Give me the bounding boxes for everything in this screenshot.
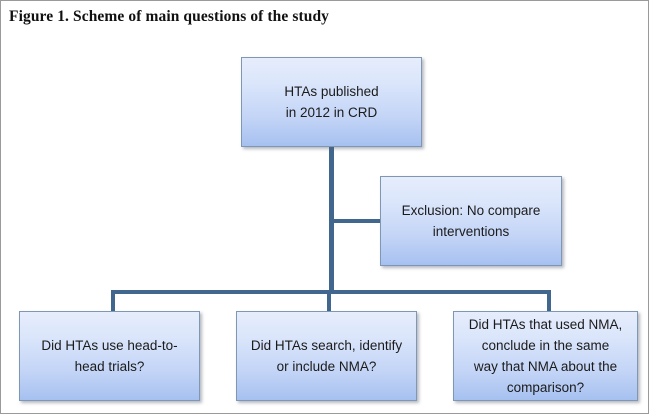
- connector-branch-exclusion: [332, 219, 382, 223]
- connector-drop-question-2: [327, 290, 331, 313]
- figure-title: Figure 1. Scheme of main questions of th…: [9, 8, 330, 25]
- node-question-head-to-head: Did HTAs use head-to- head trials?: [19, 311, 200, 401]
- connector-split-horizontal: [111, 290, 551, 294]
- node-question-search-nma-label: Did HTAs search, identify or include NMA…: [250, 338, 403, 374]
- connector-drop-question-1: [111, 290, 115, 313]
- node-question-conclude-nma: Did HTAs that used NMA, conclude in the …: [453, 311, 638, 401]
- node-exclusion-label: Exclusion: No compare interventions: [401, 203, 541, 239]
- node-question-conclude-nma-label: Did HTAs that used NMA, conclude in the …: [468, 317, 623, 395]
- connector-drop-question-3: [547, 290, 551, 313]
- node-exclusion: Exclusion: No compare interventions: [380, 176, 562, 266]
- node-question-head-to-head-label: Did HTAs use head-to- head trials?: [41, 338, 178, 374]
- node-htas-published: HTAs published in 2012 in CRD: [241, 57, 422, 147]
- node-question-search-nma: Did HTAs search, identify or include NMA…: [236, 311, 417, 401]
- node-htas-published-label: HTAs published in 2012 in CRD: [284, 84, 379, 120]
- connector-trunk-vertical: [329, 147, 334, 293]
